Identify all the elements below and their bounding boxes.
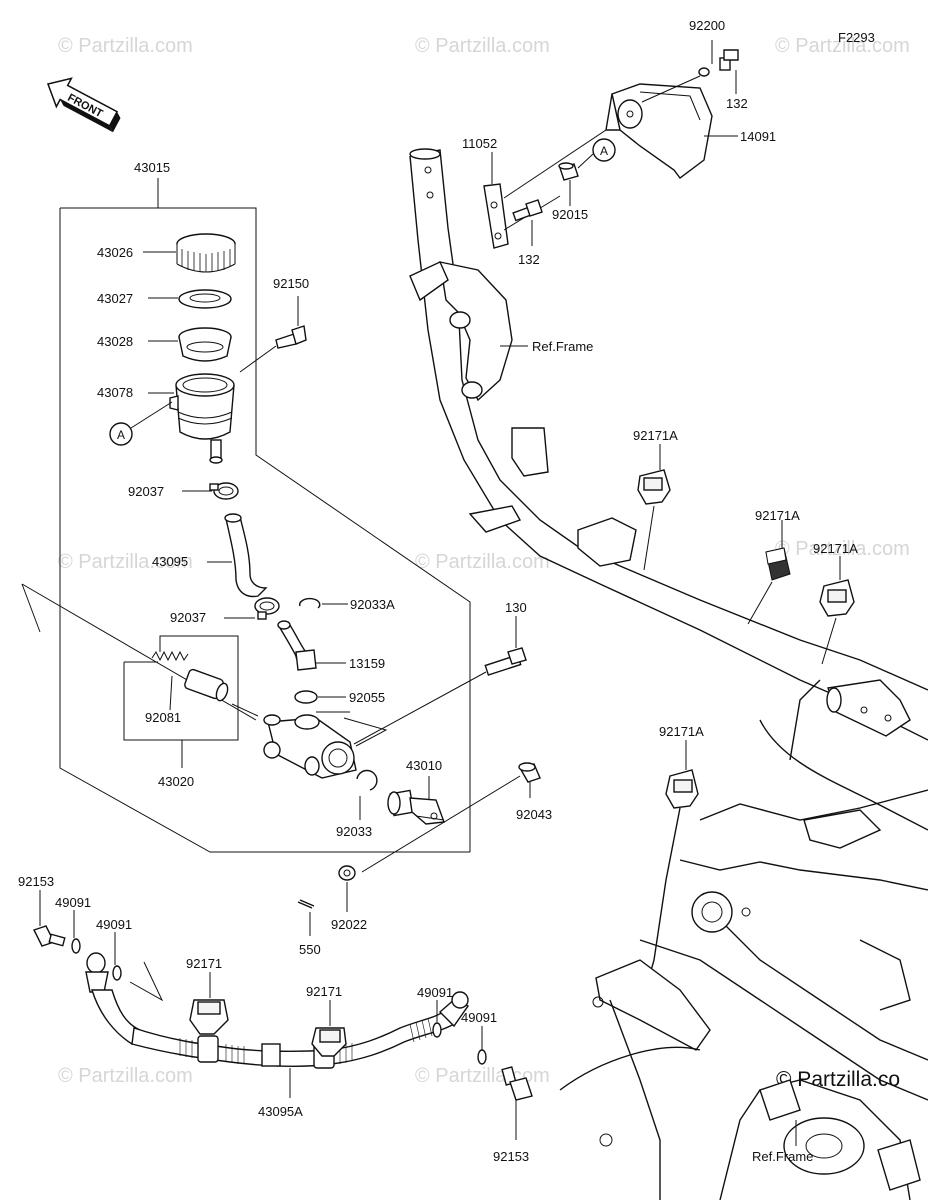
label-49091-c: 49091 [417,985,453,1000]
clevis-pin [518,762,541,783]
bracket-11052 [483,183,509,249]
label-92171A-4: 92171A [659,724,704,739]
label-92171-right: 92171 [306,984,342,999]
master-cylinder-body [263,714,357,779]
washer-49091-b [112,965,122,981]
label-92033: 92033 [336,824,372,839]
label-92037-lower: 92037 [170,610,206,625]
clamp-92171a-1 [637,469,671,505]
frame-lower [559,679,928,1200]
diaphragm-plate [178,289,232,309]
circlip-92033a [299,597,321,609]
label-43015: 43015 [134,160,170,175]
reservoir-tank [169,373,235,464]
bolt-130 [484,647,527,676]
label-92081: 92081 [145,710,181,725]
cotter-pin-550 [297,899,315,909]
push-rod-clevis [387,789,445,825]
label-132-upper: 132 [726,96,748,111]
hose-clamp-92171-right [311,1027,347,1057]
label-43020: 43020 [158,774,194,789]
ref-circle-a-left [109,422,133,446]
watermark-1: © Partzilla.com [58,35,193,57]
label-43078: 43078 [97,385,133,400]
label-43010: 43010 [406,758,442,773]
label-ref-frame-lower: Ref.Frame [752,1149,813,1164]
label-92200: 92200 [689,18,725,33]
banjo-bolt-right [501,1066,533,1101]
o-ring-92055 [294,690,318,704]
label-13159: 13159 [349,656,385,671]
label-92171A-2: 92171A [755,508,800,523]
ref-a-left: A [117,428,125,442]
diaphragm [178,327,232,362]
label-14091: 14091 [740,129,776,144]
front-arrow-icon: FRONT [46,77,121,133]
collar-92015 [558,162,579,181]
washer-49091-d [477,1049,487,1065]
watermark-2: © Partzilla.com [415,35,550,57]
frame-upper [409,148,928,741]
washer-49091-c [432,1022,442,1038]
bolt-132-upper [719,49,739,71]
label-43027: 43027 [97,291,133,306]
ref-a-right: A [600,144,608,158]
bolt-132-lower [512,199,543,222]
label-92171-left: 92171 [186,956,222,971]
label-130: 130 [505,600,527,615]
watermarks: © Partzilla.com © Partzilla.com © Partzi… [58,35,910,1091]
brake-hose-43095a [85,952,469,1069]
watermark-dark: © Partzilla.co [776,1068,900,1091]
label-43095A: 43095A [258,1104,303,1119]
hose-clamp-upper [209,482,239,500]
ref-circle-a-right [592,138,616,162]
label-92015: 92015 [552,207,588,222]
watermark-3: © Partzilla.com [775,35,910,57]
label-49091-d: 49091 [461,1010,497,1025]
watermark-5: © Partzilla.com [415,551,550,573]
label-92153-left: 92153 [18,874,54,889]
diagram-code: F2293 [838,30,875,45]
watermark-4: © Partzilla.com [58,551,193,573]
washer-92022 [338,865,356,881]
reservoir-hose [224,513,268,598]
label-49091-a: 49091 [55,895,91,910]
cover-14091 [605,83,713,179]
bolt-92150 [275,325,307,349]
label-550: 550 [299,942,321,957]
watermark-7: © Partzilla.com [58,1065,193,1087]
hose-clamp-92171-left [189,999,229,1035]
label-92171A-3: 92171A [813,541,858,556]
assembly-outline [21,178,471,853]
label-43028: 43028 [97,334,133,349]
label-92055: 92055 [349,690,385,705]
label-92043: 92043 [516,807,552,822]
label-11052: 11052 [462,136,497,151]
label-49091-b: 49091 [96,917,132,932]
clamp-92171a-4 [665,769,699,809]
washer-92200 [698,67,710,77]
clamp-92171a-2 [765,547,791,581]
washer-49091-a [71,938,81,954]
hose-joint-elbow [277,620,317,671]
label-ref-frame-upper: Ref.Frame [532,339,593,354]
circlip-92033 [356,769,378,791]
watermark-8: © Partzilla.com [415,1065,550,1087]
label-92037-upper: 92037 [128,484,164,499]
reservoir-cap [176,233,236,273]
banjo-bolt-left [33,925,66,947]
label-92171A-1: 92171A [633,428,678,443]
clamp-92171a-3 [819,579,855,617]
hose-clamp-lower [254,597,280,620]
label-92033A: 92033A [350,597,395,612]
label-132-lower: 132 [518,252,540,267]
watermark-6: © Partzilla.com [775,538,910,560]
label-92022: 92022 [331,917,367,932]
label-92150: 92150 [273,276,309,291]
label-43026: 43026 [97,245,133,260]
piston-spring [151,650,229,702]
label-43095: 43095 [152,554,188,569]
label-92153-right: 92153 [493,1149,529,1164]
